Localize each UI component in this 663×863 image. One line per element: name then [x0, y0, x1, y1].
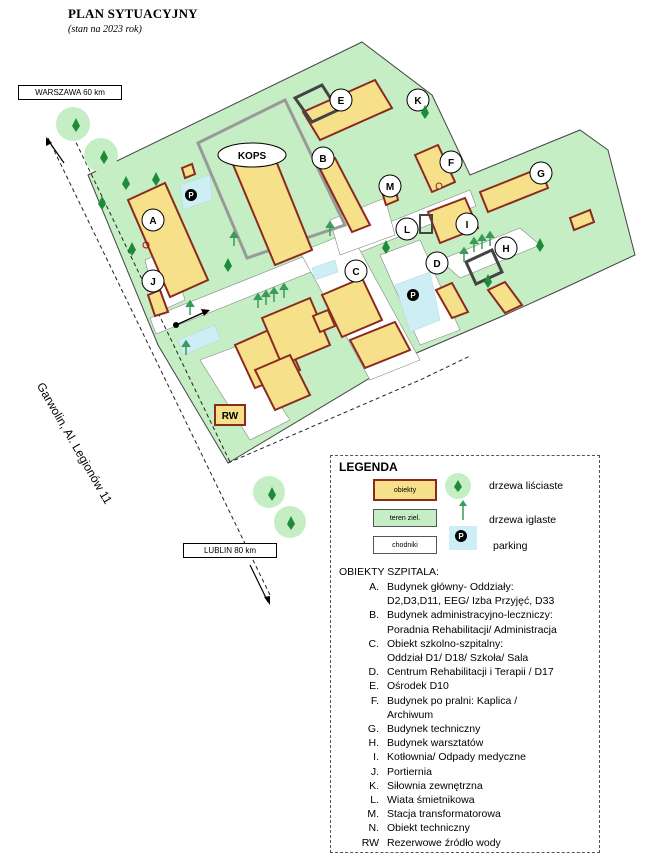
list-item: B.Budynek administracyjno-leczniczy: Por…: [369, 609, 557, 636]
marker-i: I: [466, 220, 469, 231]
boiler-chimney: [435, 182, 443, 190]
page-subtitle: (stan na 2023 rok): [68, 24, 142, 35]
building-f: [413, 143, 457, 194]
legend-deciduous: drzewa liściaste: [489, 480, 564, 492]
objects-list: A.Budynek główny- Oddziały: D2,D3,D11, E…: [339, 580, 557, 850]
parking-p-2: P: [410, 291, 416, 300]
marker-a: A: [149, 216, 156, 227]
marker-h: H: [502, 244, 509, 255]
list-item: F.Budynek po pralni: Kaplica / Archiwum: [370, 694, 518, 721]
kops-label-oval: [217, 142, 287, 168]
swatch-green-area: teren ziel.: [373, 509, 437, 527]
page-title: PLAN SYTUACYJNY: [68, 6, 198, 21]
kops-compound-outline: [196, 97, 348, 260]
marker-m: M: [386, 182, 394, 193]
rw-label: RW: [222, 411, 239, 422]
marker-b: B: [319, 154, 326, 165]
marker-f: F: [448, 158, 454, 169]
building-c-2: [260, 296, 332, 367]
building-small-1: [180, 162, 197, 180]
building-c-6: [311, 308, 337, 334]
marker-j: J: [150, 277, 156, 288]
deciduous-trees: [72, 105, 544, 530]
parking-icon: P: [449, 526, 477, 550]
marker-k: K: [414, 96, 422, 107]
building-d: [434, 281, 470, 320]
parking-areas: [177, 174, 441, 356]
well-marker: [142, 241, 150, 249]
building-c-3: [253, 353, 312, 412]
list-item: E.Ośrodek D10: [369, 680, 449, 693]
kops-label: KOPS: [238, 151, 267, 162]
building-g: [478, 166, 550, 214]
parking-p-1: P: [188, 191, 194, 200]
building-h-frame: [464, 248, 504, 286]
marker-c: C: [352, 267, 359, 278]
list-item: K.Siłownia zewnętrzna: [369, 779, 483, 792]
list-item: N.Obiekt techniczny: [368, 822, 470, 835]
swatch-objects: obiekty: [373, 479, 437, 501]
svg-text:P: P: [458, 532, 464, 541]
building-letters: A J B C D E F G H I K L M: [149, 96, 545, 288]
legend-box: LEGENDA obiekty teren ziel. chodniki drz…: [330, 455, 600, 853]
building-l-frame: [419, 214, 433, 234]
north-direction-arrow: [47, 139, 65, 164]
list-item: H.Budynek warsztatów: [368, 737, 484, 750]
building-markers: [141, 88, 553, 293]
list-item: D.Centrum Rehabilitacji i Terapii / D17: [368, 666, 554, 679]
legend-parking: parking: [493, 540, 528, 552]
road-edge-dashed: [47, 137, 271, 596]
building-h: [486, 280, 524, 315]
coniferous-trees: [181, 220, 495, 355]
list-item: L.Wiata śmietnikowa: [370, 794, 475, 807]
list-item: J.Portiernia: [370, 765, 432, 778]
south-boundary-dashed: [227, 355, 471, 464]
sign-warszawa: WARSZAWA 60 km: [18, 85, 122, 100]
parking-markers: [185, 189, 419, 301]
list-item: G.Budynek techniczny: [367, 723, 481, 736]
list-item: C.Obiekt szkolno-szpitalny: Oddział D1/ …: [368, 637, 529, 665]
buildings: [126, 78, 596, 426]
building-e: [301, 78, 394, 142]
south-direction-arrow: [249, 564, 269, 603]
marker-l: L: [404, 225, 410, 236]
list-item: I.Kotłownia/ Odpady medyczne: [373, 751, 526, 764]
sign-lublin: LUBLIN 80 km: [183, 543, 277, 558]
legend-coniferous: drzewa iglaste: [489, 514, 557, 526]
swatch-walkways: chodniki: [373, 536, 437, 554]
list-item: A.Budynek główny- Oddziały: D2,D3,D11, E…: [369, 581, 555, 608]
building-c-4: [320, 276, 384, 339]
conifer-icon: [459, 500, 467, 520]
building-rw: [214, 404, 246, 426]
marker-d: D: [433, 259, 440, 270]
list-item: M.Stacja transformatorowa: [367, 808, 501, 821]
marker-g: G: [537, 169, 545, 180]
deciduous-tree-icon: [445, 473, 471, 499]
building-n: [568, 208, 596, 232]
building-c-5: [348, 320, 412, 370]
legend-title: LEGENDA: [339, 460, 398, 474]
objects-heading: OBIEKTY SZPITALA:: [339, 566, 439, 578]
entrance-arrow: [175, 311, 206, 326]
marker-e: E: [338, 96, 345, 107]
